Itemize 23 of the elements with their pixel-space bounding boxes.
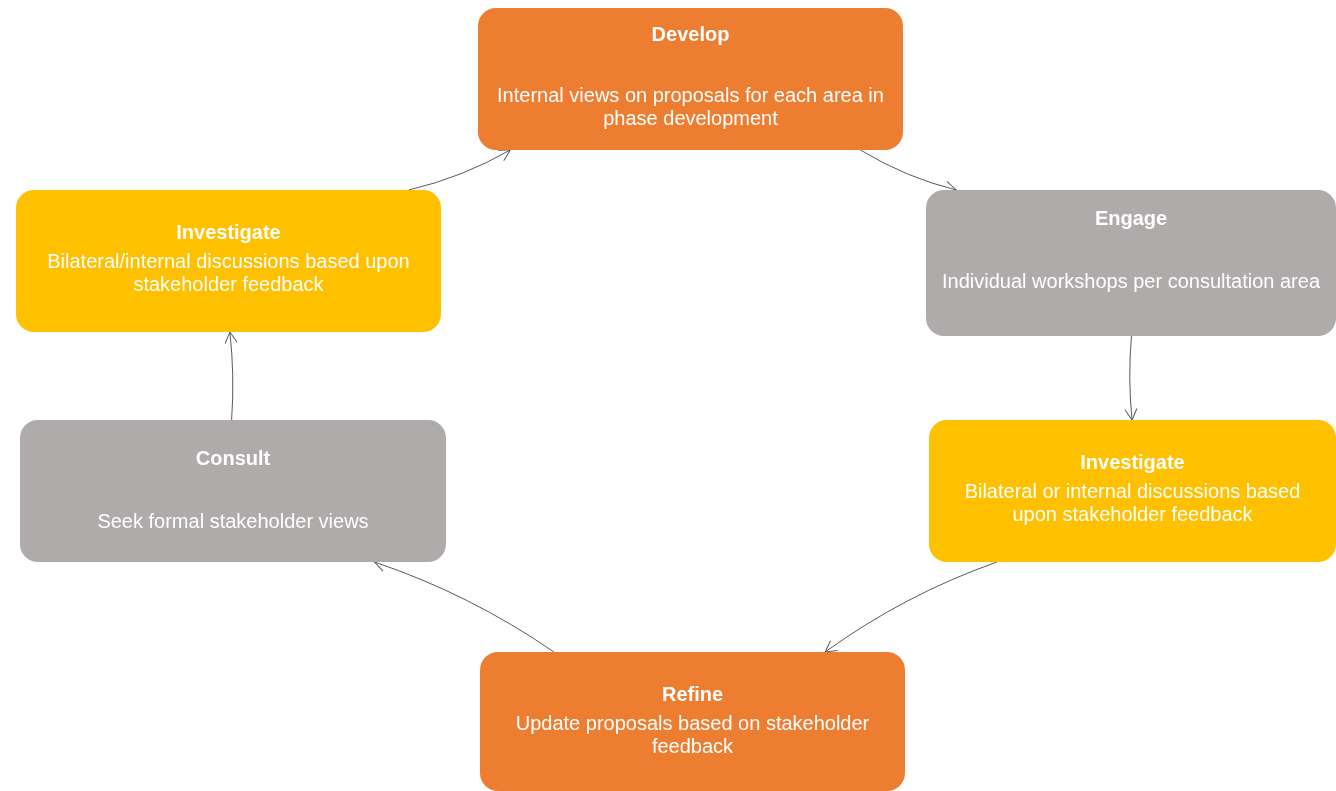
process-box: [926, 190, 1336, 336]
box-description: Bilateral or internal discussions based upon stakeholder feedback: [963, 480, 1302, 526]
process-box: [20, 420, 446, 562]
box-description: Internal views on proposals for each area in phase development: [496, 84, 885, 130]
box-title: Consult: [195, 446, 271, 470]
process-box: [478, 8, 903, 150]
process-box: [16, 190, 441, 332]
box-description: Bilateral/internal discussions based upon stakeholder feedback: [46, 250, 411, 296]
box-description: Seek formal stakeholder views: [97, 510, 369, 533]
box-title: Investigate: [176, 220, 281, 244]
arrow: [824, 561, 998, 653]
arrow: [408, 149, 511, 191]
box-description: Individual workshops per consultation area: [942, 270, 1320, 293]
arrow: [224, 331, 238, 421]
box-description: Update proposals based on stakeholder feedback: [514, 712, 871, 758]
arrow: [374, 559, 555, 653]
arrow: [1124, 335, 1138, 421]
box-title: Engage: [1094, 206, 1168, 230]
box-title: Investigate: [1080, 450, 1185, 474]
box-title: Develop: [651, 22, 730, 46]
box-title: Refine: [661, 682, 724, 706]
process-box: [480, 652, 905, 791]
process-box: [929, 420, 1336, 562]
